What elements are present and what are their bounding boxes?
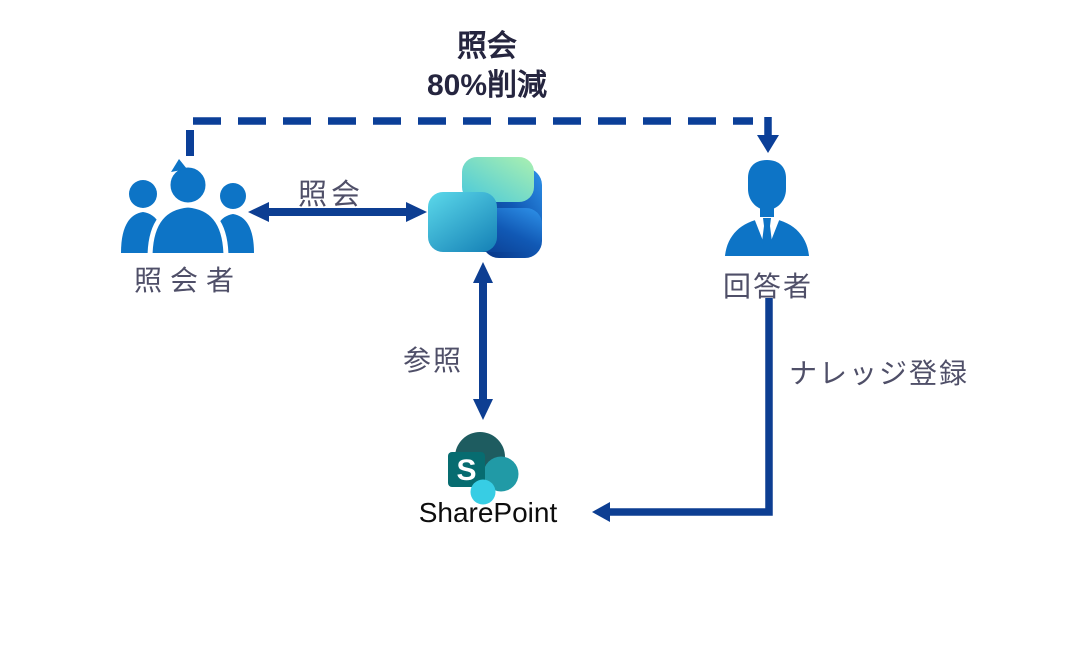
dashed-reduction-arrow [186,117,779,156]
sharepoint-label: SharePoint [418,497,558,528]
inquirer-label: 照会者 [133,265,242,296]
reference-edge-label: 参照 [403,345,464,376]
responder-label: 回答者 [722,271,813,302]
business-person-icon [725,160,809,256]
inquiry-edge-label: 照会 [297,179,364,211]
title-line-1: 照会 [457,30,517,63]
knowledge-registration-arrow [592,298,773,522]
knowledge-registration-label: ナレッジ登録 [789,358,970,389]
title-line-2: 80%削減 [426,69,548,102]
sharepoint-icon: S [448,432,519,505]
copilot-icon [428,157,542,258]
diagram-title: 照会 80%削減 [385,27,589,105]
reference-double-arrow [473,262,493,420]
sharepoint-s-monogram: S [456,454,476,487]
inquiry-double-arrow [248,202,427,222]
people-group-icon [121,159,254,253]
